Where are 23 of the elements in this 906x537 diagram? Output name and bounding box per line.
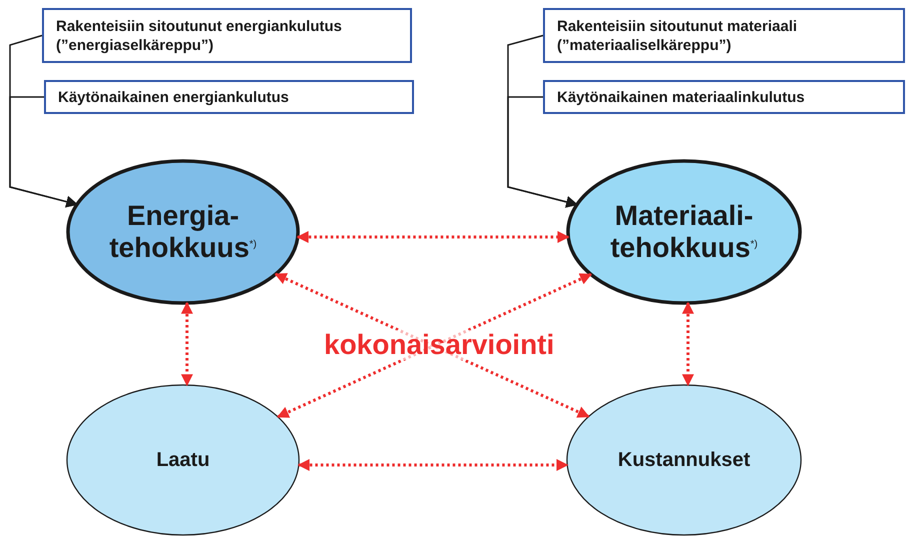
ellipse-node [564, 382, 804, 537]
node-label: Energia- tehokkuus$^{*)}$ [108, 200, 258, 264]
node-label: Rakenteisiin sitoutunut energiankulutus (”energiaselkäreppu”) [56, 16, 343, 54]
arrow [507, 96, 578, 208]
node-label: Käytönaikainen energiankulutus [58, 88, 289, 106]
node-label: Käytönaikainen materiaalinkulutus [557, 88, 805, 106]
annotation-text: kokonaisarviointi [324, 330, 554, 360]
text-box [42, 8, 412, 63]
node-label: Kustannukset [616, 448, 752, 472]
dotted-double-arrow [181, 302, 193, 386]
ellipse-node [65, 158, 301, 306]
node-label: Materiaali- tehokkuus$^{*)}$ [609, 200, 759, 264]
text-box [44, 80, 414, 114]
dotted-double-arrow [296, 231, 570, 243]
node-label: Rakenteisiin sitoutunut materiaali (”materiaaliselkäreppu”) [557, 16, 798, 54]
dotted-double-arrow [682, 302, 694, 386]
text-box [543, 80, 905, 114]
ellipse-node [64, 382, 302, 537]
dotted-double-arrow [298, 459, 568, 471]
node-label: Laatu [155, 448, 211, 472]
text-box [543, 8, 905, 63]
ellipse-node [565, 158, 803, 306]
arrow [9, 96, 78, 208]
